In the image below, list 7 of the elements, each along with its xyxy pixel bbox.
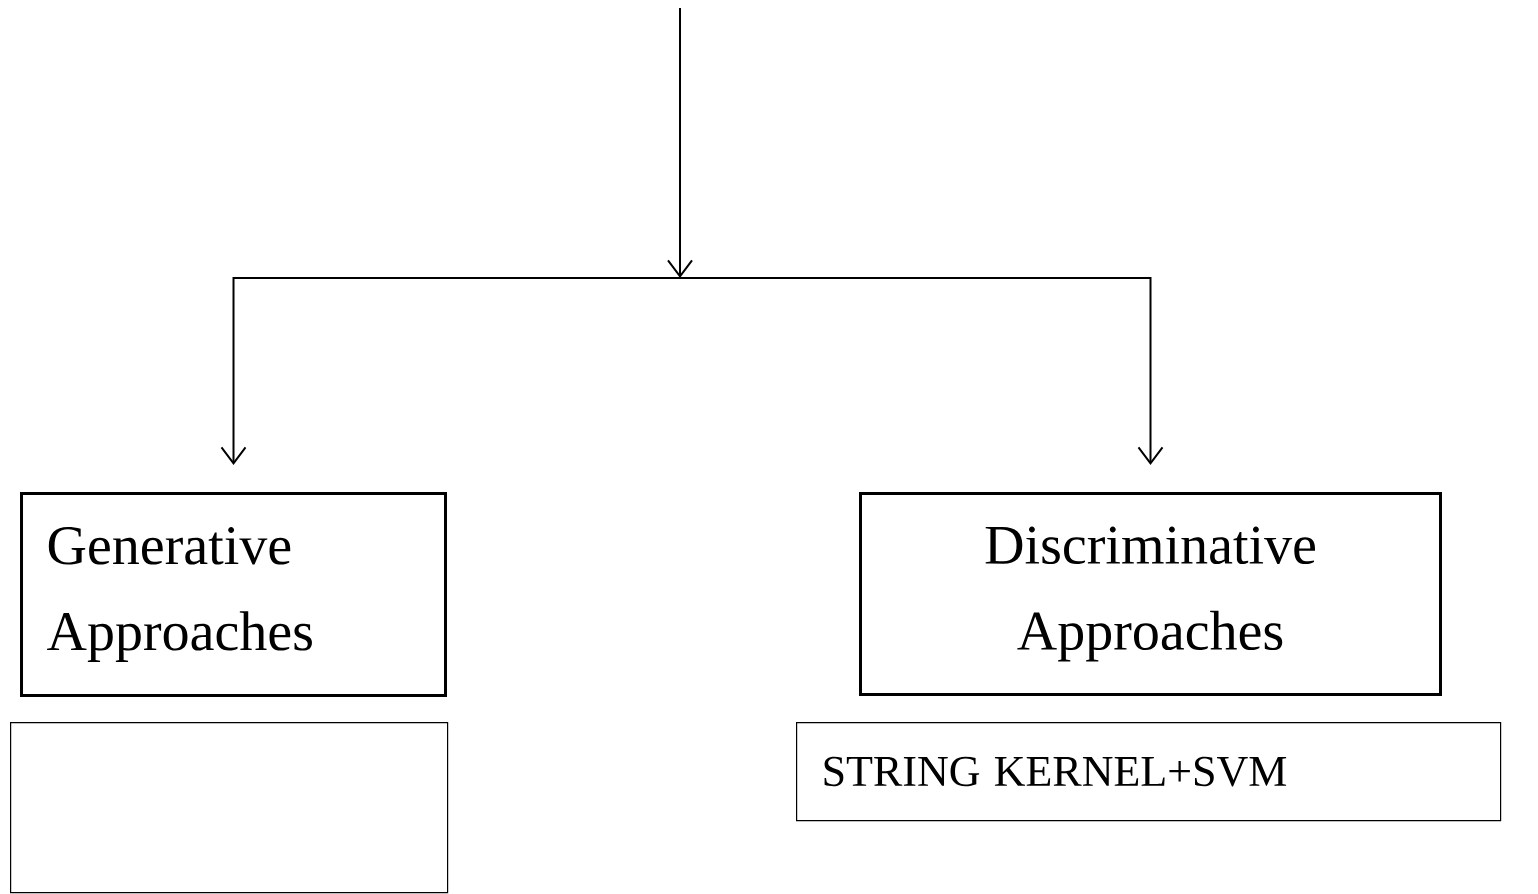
tool-box: STRING KERNEL+SVM: [796, 722, 1502, 822]
method-box: Discriminative Approaches: [859, 492, 1442, 696]
arrow: [679, 277, 1164, 465]
arrow: [220, 277, 681, 465]
empty-box: [10, 722, 449, 894]
method-box: Generative Approaches: [20, 492, 447, 697]
arrow: [667, 7, 693, 278]
